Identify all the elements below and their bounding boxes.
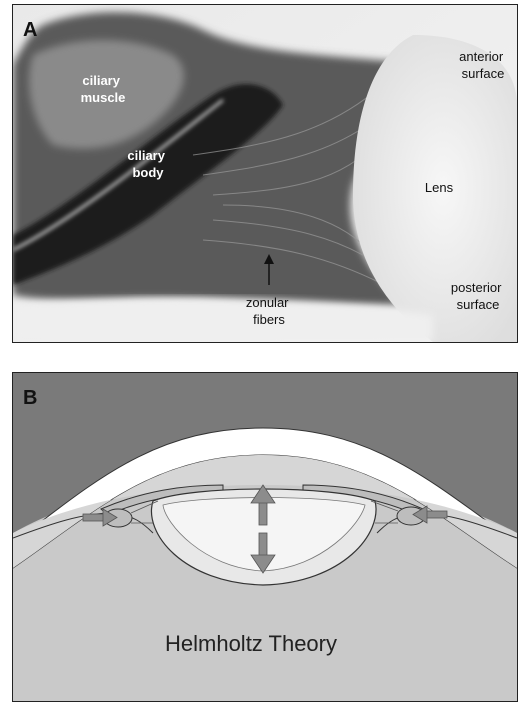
panel-b-letter: B xyxy=(23,387,37,409)
panel-a-photo: A ciliary muscle ciliary body anterior s… xyxy=(12,4,518,343)
panel-b-image: B Helmholtz Theory xyxy=(13,373,517,701)
label-lens: Lens xyxy=(425,180,454,195)
panel-a-image: A ciliary muscle ciliary body anterior s… xyxy=(13,5,517,342)
panel-b-diagram: B Helmholtz Theory xyxy=(12,372,518,702)
panel-a-letter: A xyxy=(23,19,37,41)
diagram-title: Helmholtz Theory xyxy=(165,631,337,656)
